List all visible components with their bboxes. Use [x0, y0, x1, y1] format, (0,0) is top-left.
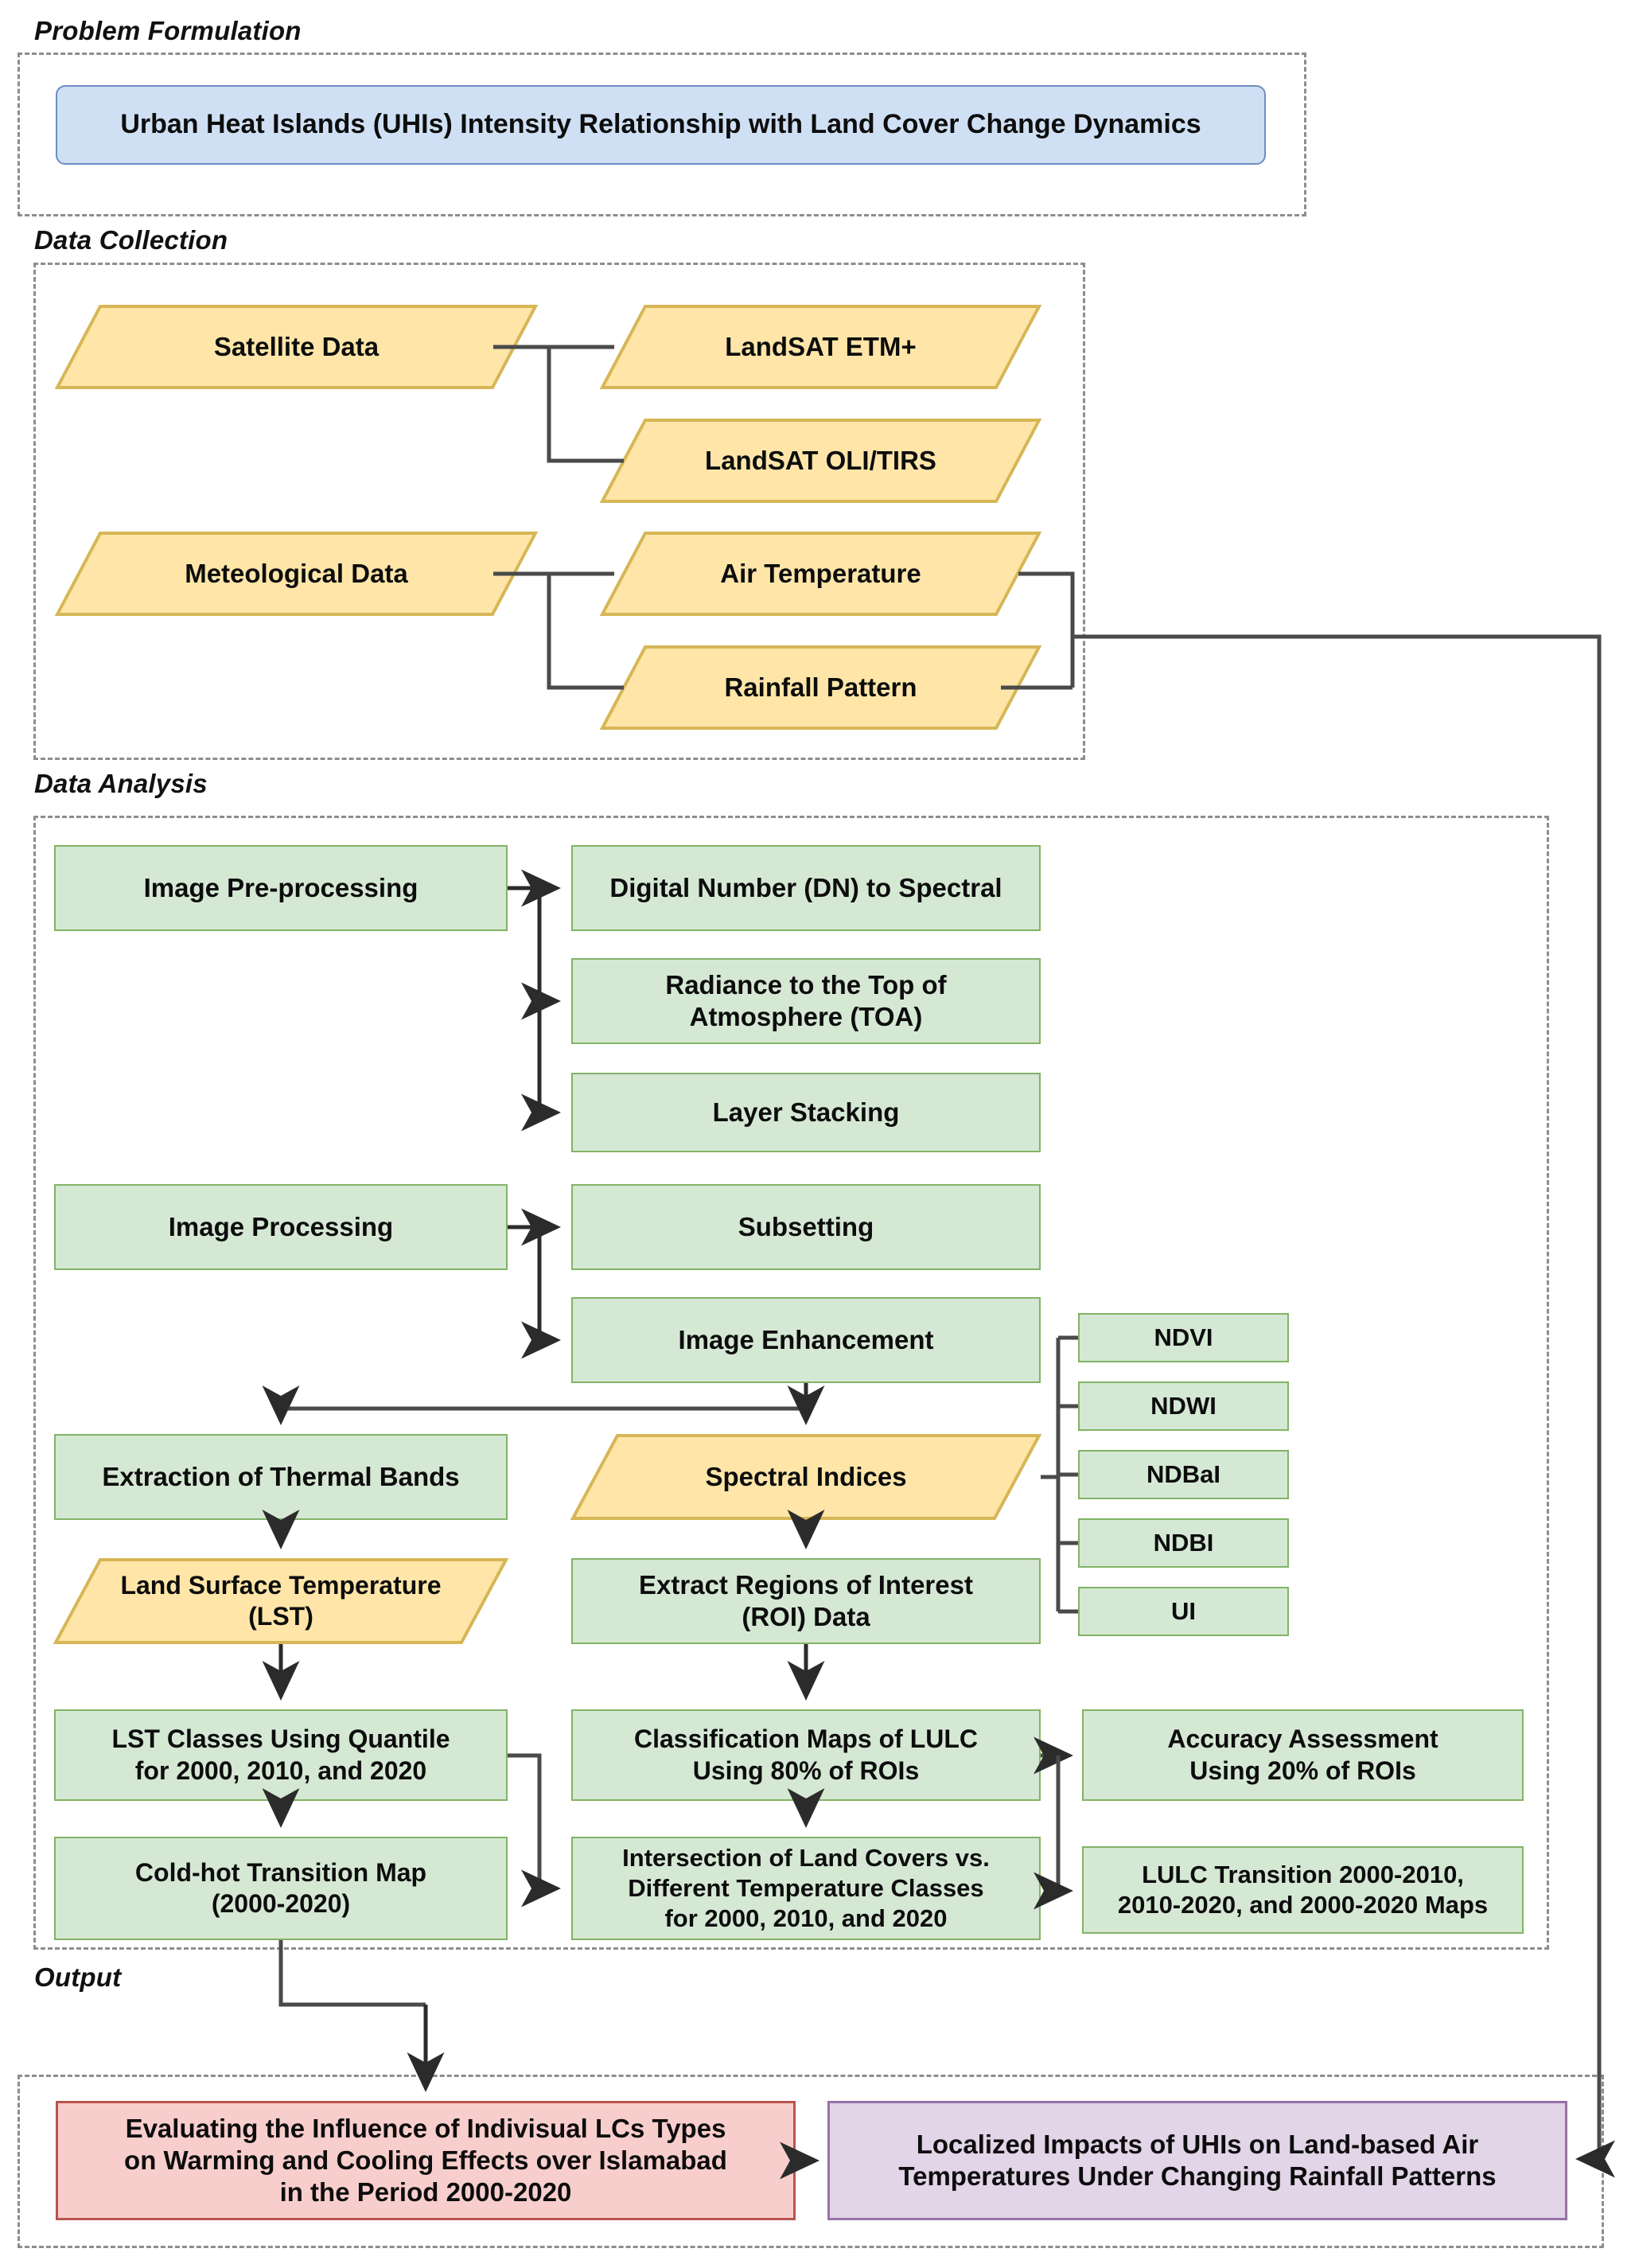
intersection-node: Intersection of Land Covers vs. Differen…: [571, 1837, 1041, 1940]
section-label-data-collection: Data Collection: [34, 225, 228, 255]
image-enhancement-node: Image Enhancement: [571, 1297, 1041, 1383]
lulc-transition-node: LULC Transition 2000-2010, 2010-2020, an…: [1082, 1846, 1524, 1934]
spectral-indices-node: Spectral Indices: [570, 1434, 1042, 1520]
meteological-data-node: Meteological Data: [54, 532, 539, 616]
meteological-data-label: Meteological Data: [185, 558, 408, 588]
index-node-ndbi: NDBI: [1078, 1518, 1289, 1568]
rainfall-pattern-node: Rainfall Pattern: [599, 645, 1042, 730]
output-right-node: Localized Impacts of UHIs on Land-based …: [827, 2101, 1567, 2220]
cold-hot-transition-map-node: Cold-hot Transition Map (2000-2020): [54, 1837, 508, 1940]
section-container-problem-formulation: [18, 53, 1306, 216]
index-node-ndvi: NDVI: [1078, 1313, 1289, 1362]
lst-classes-node: LST Classes Using Quantile for 2000, 201…: [54, 1709, 508, 1801]
section-label-data-analysis: Data Analysis: [34, 769, 208, 798]
landsat-etm-node: LandSAT ETM+: [599, 305, 1042, 389]
subsetting-node: Subsetting: [571, 1184, 1041, 1270]
radiance-toa-node: Radiance to the Top of Atmosphere (TOA): [571, 958, 1041, 1044]
output-left-node: Evaluating the Influence of Indivisual L…: [56, 2101, 796, 2220]
image-processing-node: Image Processing: [54, 1184, 508, 1270]
air-temperature-label: Air Temperature: [720, 558, 921, 588]
satellite-data-node: Satellite Data: [54, 305, 539, 389]
landsat-etm-label: LandSAT ETM+: [725, 331, 917, 361]
lst-label: Land Surface Temperature (LST): [120, 1570, 442, 1631]
dn-to-spectral-node: Digital Number (DN) to Spectral: [571, 845, 1041, 931]
satellite-data-label: Satellite Data: [213, 331, 380, 361]
landsat-oli-tirs-node: LandSAT OLI/TIRS: [599, 419, 1042, 503]
spectral-indices-label: Spectral Indices: [705, 1461, 907, 1491]
section-container-data-collection: [33, 263, 1085, 760]
lst-node: Land Surface Temperature (LST): [53, 1558, 509, 1644]
landsat-oli-tirs-label: LandSAT OLI/TIRS: [705, 445, 936, 475]
extract-roi-node: Extract Regions of Interest (ROI) Data: [571, 1558, 1041, 1644]
section-label-problem-formulation: Problem Formulation: [34, 16, 302, 45]
accuracy-assessment-node: Accuracy Assessment Using 20% of ROIs: [1082, 1709, 1524, 1801]
classification-maps-node: Classification Maps of LULC Using 80% of…: [571, 1709, 1041, 1801]
rainfall-pattern-label: Rainfall Pattern: [724, 672, 917, 702]
problem-statement-box: Urban Heat Islands (UHIs) Intensity Rela…: [56, 85, 1266, 165]
index-node-ndwi: NDWI: [1078, 1381, 1289, 1431]
index-node-ndbai: NDBaI: [1078, 1450, 1289, 1499]
extraction-thermal-bands-node: Extraction of Thermal Bands: [54, 1434, 508, 1520]
index-node-ui: UI: [1078, 1587, 1289, 1636]
layer-stacking-node: Layer Stacking: [571, 1073, 1041, 1152]
air-temperature-node: Air Temperature: [599, 532, 1042, 616]
image-preprocessing-node: Image Pre-processing: [54, 845, 508, 931]
section-label-output: Output: [34, 1962, 122, 1992]
